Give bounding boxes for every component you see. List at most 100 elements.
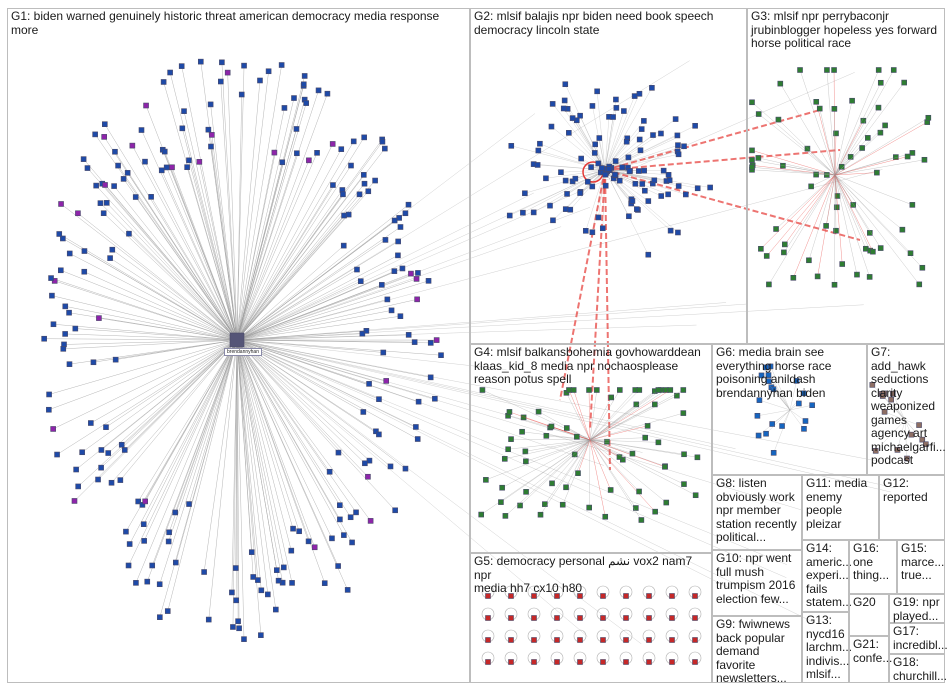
graph-edge (482, 389, 591, 441)
graph-edge (236, 152, 275, 341)
graph-node (612, 171, 618, 178)
graph-node (62, 331, 68, 337)
graph-edge (48, 339, 238, 410)
graph-node (294, 150, 300, 157)
graph-node (589, 103, 596, 109)
graph-node (56, 231, 63, 237)
graph-node (692, 615, 698, 621)
graph-node (602, 182, 609, 189)
graph-node (577, 190, 583, 196)
graph-node (646, 659, 652, 665)
graph-edge (69, 253, 238, 341)
graph-node (606, 166, 612, 172)
graph-edge (143, 339, 238, 525)
graph-edge (236, 149, 342, 341)
graph-node (531, 615, 537, 621)
graph-edge (770, 366, 791, 411)
graph-node (520, 209, 526, 216)
graph-edge (120, 339, 238, 481)
graph-node (391, 217, 398, 224)
graph-node (909, 202, 916, 208)
graph-node (600, 637, 606, 643)
graph-node (641, 118, 647, 124)
graph-node (535, 408, 542, 415)
graph-node (54, 451, 60, 458)
graph-node (360, 409, 367, 415)
graph-node (570, 387, 577, 393)
graph-edge (236, 324, 697, 341)
graph-edge (182, 128, 238, 341)
graph-node (865, 135, 871, 141)
graph-edge (235, 339, 238, 601)
graph-edge (78, 339, 238, 487)
graph-node (335, 449, 342, 456)
graph-node (278, 62, 285, 68)
graph-node (79, 449, 85, 456)
graph-node (831, 67, 837, 73)
graph-node (651, 177, 658, 184)
group-label-g18: G18: churchill... (893, 655, 948, 683)
graph-node (112, 356, 119, 363)
graph-edge (589, 389, 659, 441)
graph-node (763, 253, 770, 259)
group-panel-g9: G9: fwiwnews back popular demand favorit… (712, 616, 802, 685)
graph-edge (585, 169, 606, 231)
graph-node (257, 77, 263, 84)
graph-edge (565, 84, 606, 171)
graph-edge (90, 339, 238, 424)
graph-edge (236, 280, 361, 341)
graph-edge (75, 328, 238, 341)
graph-edge (525, 439, 591, 452)
graph-edge (236, 339, 277, 610)
graph-node (485, 637, 491, 643)
graph-edge (236, 339, 357, 513)
graph-node (93, 182, 99, 189)
graph-node (46, 391, 52, 398)
graph-edge (589, 439, 640, 492)
graph-edge (815, 101, 836, 176)
graph-node (749, 99, 755, 106)
graph-edge (778, 119, 836, 176)
graph-node (132, 194, 139, 200)
graph-edge (63, 339, 238, 350)
graph-node (485, 615, 491, 621)
graph-node (350, 138, 357, 145)
graph-node (833, 130, 839, 137)
graph-edge (132, 145, 238, 341)
graph-node (694, 185, 701, 192)
graph-node (66, 309, 72, 316)
graph-node (674, 132, 681, 139)
graph-node (126, 230, 132, 237)
graph-node (172, 509, 178, 516)
group-label-g6: G6: media brain see everything horse rac… (716, 345, 832, 400)
graph-node (71, 498, 78, 504)
graph-edge (500, 439, 591, 503)
graph-node (138, 127, 145, 133)
graph-edge (236, 339, 245, 640)
group-panel-g14: G14: americ... experi... fails statem... (802, 540, 852, 612)
graph-edge (53, 339, 238, 430)
group-label-g8: G8: listen obviously work npr member sta… (716, 476, 797, 544)
graph-edge (188, 160, 238, 341)
graph-edge (236, 80, 261, 341)
graph-node (178, 63, 185, 69)
graph-edge (236, 93, 328, 341)
graph-edge (236, 255, 399, 341)
graph-edge (882, 395, 906, 421)
graph-edge (834, 82, 905, 176)
graph-node (775, 116, 782, 123)
graph-edge (236, 189, 343, 341)
graph-node (908, 431, 915, 438)
graph-node (380, 349, 387, 356)
graph-edge (604, 169, 630, 217)
graph-node (636, 136, 643, 143)
graph-edge (884, 411, 906, 421)
graph-edge (236, 226, 401, 341)
graph-edge (100, 202, 238, 341)
graph-edge-strong (589, 169, 606, 431)
graph-node (663, 499, 670, 506)
graph-node (367, 518, 374, 524)
graph-edge (236, 169, 883, 341)
group-label-g4: G4: mlsif balkansbohemia govhowarddean k… (474, 345, 701, 386)
